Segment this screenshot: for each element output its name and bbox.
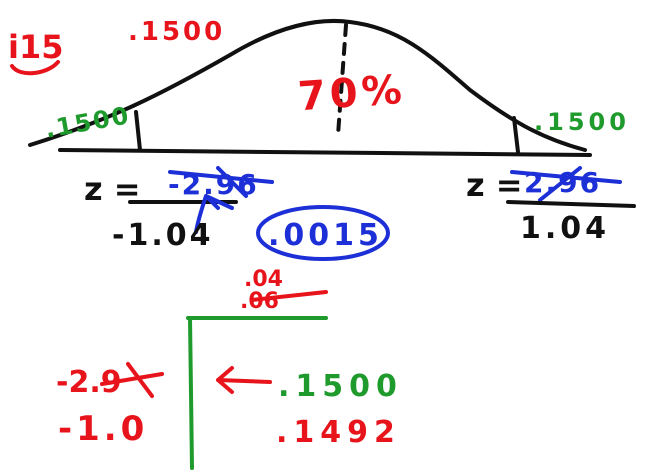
lookup-arrow — [216, 366, 272, 394]
svg-text:.06: .06 — [240, 289, 279, 314]
problem-number: i15 — [8, 28, 64, 66]
center-percent: 70% — [296, 67, 407, 120]
left-tail-area: .1500 — [43, 101, 132, 143]
row-new: -1.0 — [58, 409, 148, 449]
circled-probability-ring — [256, 205, 390, 261]
circled-probability: .0015 — [268, 218, 383, 253]
right-z-underline — [506, 200, 636, 208]
right-z-crossed: 2.96 — [510, 166, 622, 202]
top-value: .1500 — [128, 17, 225, 47]
right-z-corrected: 1.04 — [520, 211, 610, 246]
right-tail-area: .1500 — [534, 108, 630, 136]
baseline-axis — [58, 148, 592, 157]
row-crossed: -2.9 — [56, 362, 164, 400]
left-cutoff-line — [134, 110, 142, 152]
normal-curve — [28, 18, 587, 152]
left-z-crossed: -2.96 — [168, 166, 274, 201]
left-z-arrow — [194, 194, 234, 234]
center-dashed-line — [336, 23, 348, 137]
lookup-value: .1500 — [278, 369, 403, 404]
problem-number-underline — [10, 60, 60, 76]
right-cutoff-line — [512, 116, 520, 154]
column-header-crossed: .06 — [240, 289, 328, 314]
found-value: .1492 — [276, 415, 401, 450]
column-header-new: .04 — [244, 267, 283, 292]
table-left-line — [188, 316, 194, 470]
left-z-corrected: -1.04 — [112, 218, 213, 253]
